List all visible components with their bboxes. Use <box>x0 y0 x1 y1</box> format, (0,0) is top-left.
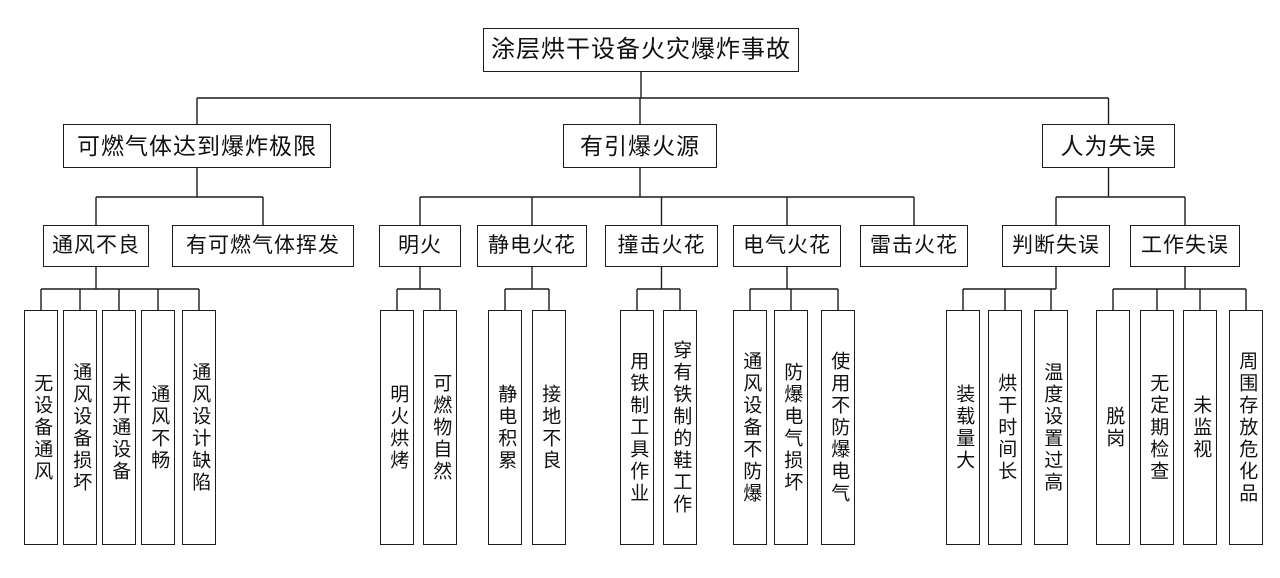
tree-node-l9: 接地不良 <box>532 310 566 545</box>
tree-node-g2d: 电气火花 <box>733 225 841 267</box>
tree-node-g2a: 明火 <box>379 225 461 267</box>
tree-node-g1a: 通风不良 <box>43 225 149 267</box>
tree-node-l15: 装载量大 <box>946 310 980 545</box>
tree-node-l10: 用铁制工具作业 <box>620 310 654 545</box>
tree-node-l11: 穿有铁制的鞋工作 <box>663 310 697 545</box>
tree-node-l20: 未监视 <box>1183 310 1217 545</box>
tree-node-g3: 人为失误 <box>1042 124 1175 168</box>
tree-node-l12: 通风设备不防爆 <box>733 310 767 545</box>
tree-node-l21: 周围存放危化品 <box>1229 310 1263 545</box>
tree-node-l16: 烘干时间长 <box>988 310 1022 545</box>
tree-node-l13: 防爆电气损坏 <box>774 310 808 545</box>
tree-node-l19: 无定期检查 <box>1140 310 1174 545</box>
tree-node-l3: 未开通设备 <box>102 310 136 545</box>
tree-node-l8: 静电积累 <box>488 310 522 545</box>
tree-node-l6: 明火烘烤 <box>380 310 414 545</box>
tree-node-g2b: 静电火花 <box>477 225 587 267</box>
tree-node-l1: 无设备通风 <box>24 310 58 545</box>
tree-node-g1: 可燃气体达到爆炸极限 <box>63 124 331 168</box>
tree-node-l14: 使用不防爆电气 <box>821 310 855 545</box>
tree-node-l7: 可燃物自然 <box>423 310 457 545</box>
tree-node-l5: 通风设计缺陷 <box>182 310 216 545</box>
tree-node-g1b: 有可燃气体挥发 <box>172 225 354 267</box>
tree-node-root: 涂层烘干设备火灾爆炸事故 <box>483 28 799 72</box>
tree-node-g2c: 撞击火花 <box>605 225 718 267</box>
tree-node-l17: 温度设置过高 <box>1034 310 1068 545</box>
tree-node-l2: 通风设备损坏 <box>63 310 97 545</box>
tree-node-l4: 通风不畅 <box>141 310 175 545</box>
tree-node-g2: 有引爆火源 <box>563 124 717 168</box>
tree-node-g3a: 判断失误 <box>1002 225 1110 267</box>
tree-node-g2e: 雷击火花 <box>860 225 968 267</box>
tree-node-l18: 脱岗 <box>1096 310 1130 545</box>
tree-node-g3b: 工作失误 <box>1130 225 1240 267</box>
